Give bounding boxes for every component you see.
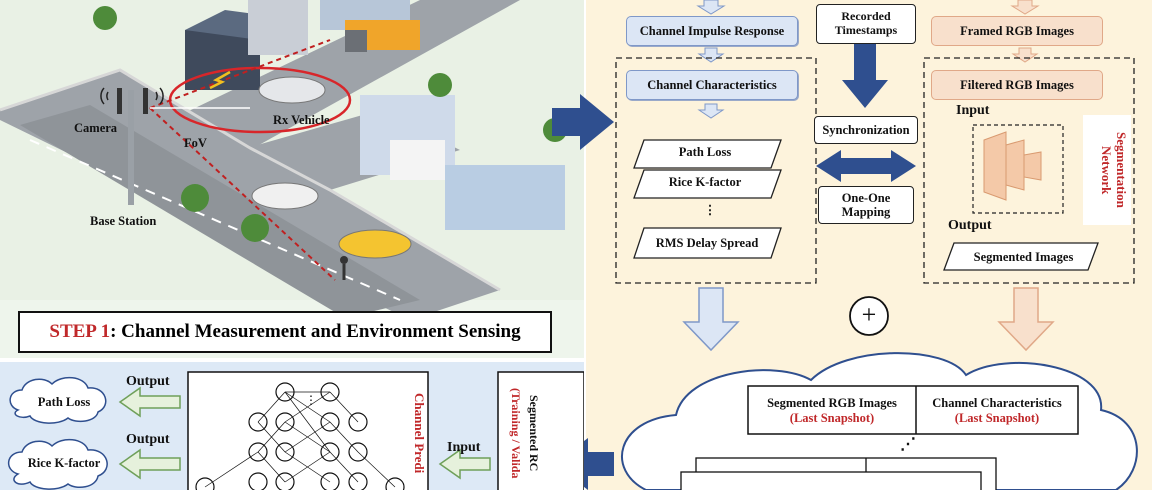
step1-title-prefix: STEP 1 bbox=[49, 321, 111, 342]
input-label: Input bbox=[956, 103, 990, 118]
timestamps-box: Recorded Timestamps bbox=[816, 4, 916, 44]
cir-box: Channel Impulse Response bbox=[626, 16, 798, 46]
svg-text:⋮: ⋮ bbox=[305, 393, 317, 407]
filtered-rgb-box: Filtered RGB Images bbox=[931, 70, 1103, 100]
cloud-chan-char-title: Channel Characteristics bbox=[932, 396, 1062, 410]
output-path-loss-label: Path Loss bbox=[37, 395, 91, 409]
step3-graphics: ⋮ bbox=[8, 371, 584, 490]
step1-title-rest: : Channel Measurement and Environment Se… bbox=[110, 321, 521, 342]
segmented-rgb-label: Segmented RC bbox=[527, 394, 540, 472]
output-label-2: Output bbox=[126, 432, 170, 447]
fov-label: FoV bbox=[184, 136, 207, 150]
framed-rgb-box: Framed RGB Images bbox=[931, 16, 1103, 46]
segmented-images-item: Segmented Images bbox=[973, 250, 1074, 264]
input-label-step3: Input bbox=[447, 440, 481, 455]
city-scene-illustration bbox=[0, 0, 584, 320]
step1-title-box: STEP 1: Channel Measurement and Environm… bbox=[18, 311, 552, 353]
step2-connectors bbox=[615, 0, 1138, 490]
camera-label: Camera bbox=[74, 121, 118, 135]
output-label-1: Output bbox=[126, 374, 170, 389]
rice-k-factor-item: Rice K-factor bbox=[668, 175, 742, 189]
rx-vehicle-label: Rx Vehicle bbox=[273, 113, 330, 127]
rms-delay-spread-item: RMS Delay Spread bbox=[655, 236, 759, 250]
channel-prediction-label: Channel Predi bbox=[412, 392, 426, 474]
one-one-mapping-box: One-One Mapping bbox=[818, 186, 914, 224]
output-label: Output bbox=[948, 218, 992, 233]
step2-panel: Channel Impulse Response Recorded Timest… bbox=[586, 0, 1152, 490]
segmentation-network-label: Segmentation Network bbox=[1099, 132, 1129, 208]
synchronization-box: Synchronization bbox=[814, 116, 918, 144]
cloud-seg-rgb-title: Segmented RGB Images bbox=[767, 396, 897, 410]
cloud-chan-char-sub: (Last Snapshot) bbox=[954, 411, 1040, 425]
cloud-ellipsis: ⋰ bbox=[900, 436, 916, 453]
output-rice-label: Rice K-factor bbox=[27, 456, 101, 470]
list-ellipsis: ⋮ bbox=[703, 203, 717, 217]
step1-panel: Camera Rx Vehicle FoV Base Station STEP … bbox=[0, 0, 584, 358]
cloud-seg-rgb-sub: (Last Snapshot) bbox=[789, 411, 875, 425]
training-validation-label: (Training / Valida bbox=[509, 387, 522, 479]
channel-characteristics-box: Channel Characteristics bbox=[626, 70, 798, 100]
plus-symbol: + bbox=[861, 300, 877, 329]
path-loss-item: Path Loss bbox=[678, 145, 732, 159]
base-station-label: Base Station bbox=[90, 214, 157, 228]
step3-panel: ⋮ Path Loss Rice K-factor Output Output … bbox=[0, 362, 584, 490]
